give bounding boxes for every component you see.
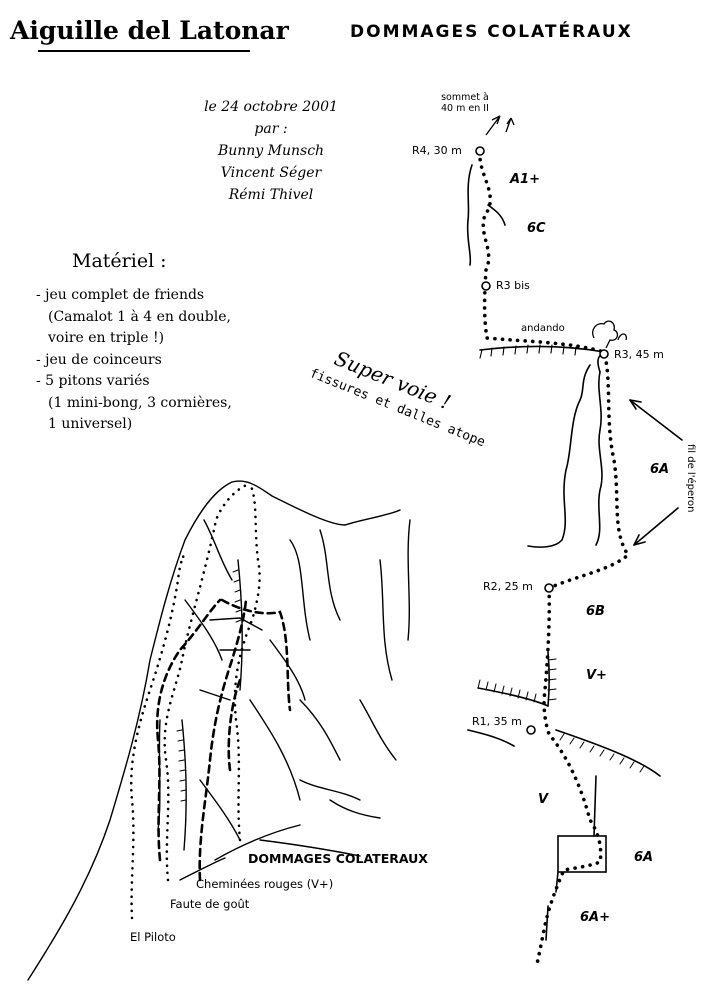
flake-line [527,364,591,548]
grade-6aplus: 6A+ [580,910,610,925]
gear-list: - jeu complet de friends (Camalot 1 à 4 … [36,285,232,436]
credits-climber-2: Vincent Séger [220,165,322,181]
andando-label: andando [521,323,565,334]
credits-block: le 24 octobre 2001 par : Bunny Munsch Vi… [186,96,356,206]
crack-line [487,204,506,226]
rock-outline [27,480,346,981]
ledge-line [555,729,661,777]
gear-line: voire en triple !) [48,330,165,346]
arrow-line [629,399,683,441]
summit-note: sommet à 40 m en II [441,92,489,114]
gear-line: - jeu complet de friends [36,287,205,303]
grade-6b: 6B [586,604,605,619]
summit-arrow [485,115,501,136]
overview-route-label: El Piloto [130,930,176,944]
credits-climber-1: Bunny Munsch [217,143,325,159]
grade-vplus: V+ [586,668,607,683]
relay-r3bis-label: R3 bis [496,279,530,292]
crack-line [466,164,473,266]
tree-icon [592,320,627,349]
relay-r3bis-marker [481,281,491,291]
relay-r2-label: R2, 25 m [483,580,533,593]
grade-6a-mid: 6A [650,462,670,477]
route-name-heading: DOMMAGES COLATÉRAUX [350,22,633,42]
grade-a1plus: A1+ [510,172,540,187]
overview-route-title: DOMMAGES COLATERAUX [248,851,428,866]
spur-label: fil de l'éperon [685,444,696,513]
ledge-line [477,687,549,707]
gear-line: 1 universel) [48,416,133,432]
credits-climber-3: Rémi Thivel [228,187,314,203]
route-dotted-line [478,150,631,970]
relay-r4-label: R4, 30 m [412,144,462,157]
grade-v: V [538,792,549,807]
summit-note-line: 40 m en II [441,103,489,114]
credits-date: le 24 octobre 2001 [204,99,338,115]
title-underline [38,50,250,52]
relay-r2-marker [544,583,554,593]
arrow-line [633,507,679,546]
gear-heading: Matériel : [72,250,167,272]
relay-r1-label: R1, 35 m [472,715,522,728]
summit-note-line: sommet à [441,92,489,103]
box-outline [557,835,607,873]
grade-6a-low: 6A [634,850,654,865]
gear-line: (1 mini-bong, 3 cornières, [48,394,232,411]
relay-r1-marker [526,725,536,735]
gear-line: - 5 pitons variés [36,373,150,389]
relay-r3-label: R3, 45 m [614,348,664,361]
grade-6c: 6C [527,221,546,236]
relay-r3-marker [599,349,609,359]
relay-r4-marker [475,146,485,156]
gear-line: - jeu de coinceurs [36,351,162,368]
page-title: Aiguille del Latonar [10,16,289,45]
credits-by: par : [254,121,288,137]
overview-route-label: Faute de goût [170,897,250,911]
gear-line: (Camalot 1 à 4 en double, [48,308,231,325]
overview-route-label: Cheminées rouges (V+) [196,877,334,891]
